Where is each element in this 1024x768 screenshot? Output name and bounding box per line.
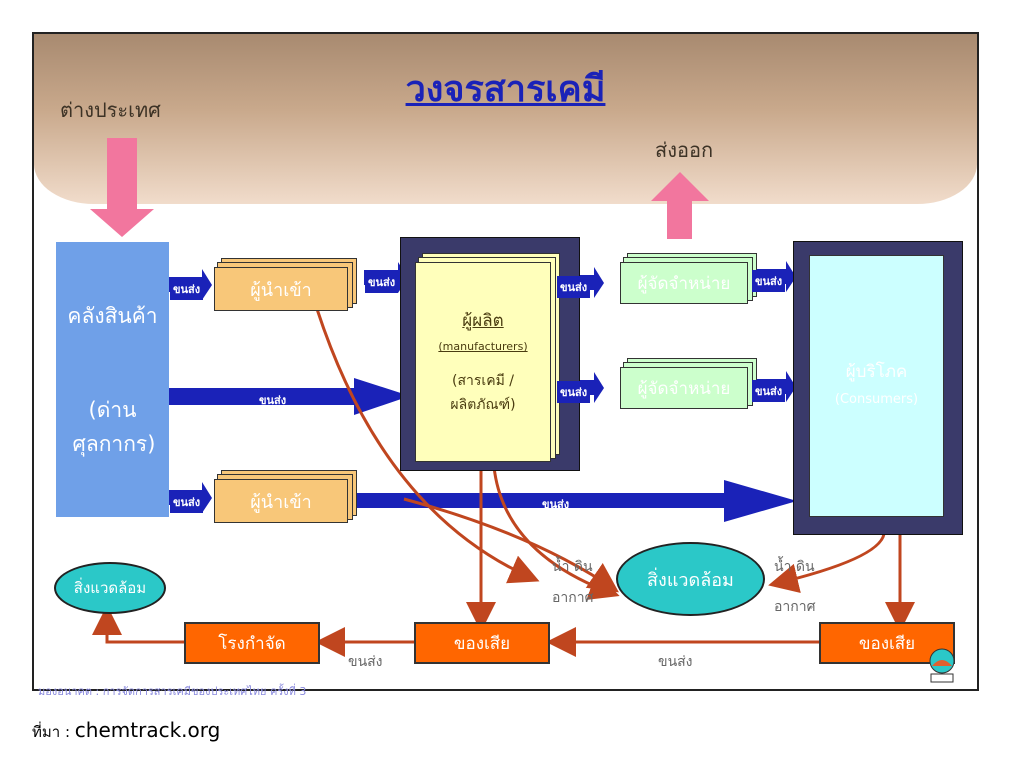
customs-label: (ด่าน ศุลกากร): [72, 397, 156, 456]
import-pink-arrow: [90, 138, 154, 237]
transport-label-bottom-left: ขนส่ง: [348, 654, 383, 670]
environment-label-center: สิ่งแวดล้อม: [647, 569, 734, 591]
abroad-label: ต่างประเทศ: [60, 98, 161, 122]
importer2-to-environment-flow: [403, 497, 619, 593]
importer-box-top: ผู้นำเข้า: [214, 267, 348, 311]
export-pink-arrow: [651, 172, 709, 239]
transport-label-bottom-right: ขนส่ง: [658, 654, 693, 670]
producer-en-label: (manufacturers): [438, 340, 528, 353]
disposal-label: โรงกำจัด: [218, 633, 286, 654]
diagram-title: วงจรสารเคมี: [405, 69, 606, 110]
distributor-label-bottom: ผู้จัดจำหน่าย: [637, 378, 731, 399]
transport-tag-5: ขนส่ง: [752, 270, 786, 292]
distributor-label-top: ผู้จัดจำหน่าย: [637, 273, 731, 294]
transport-tag-7: ขนส่ง: [170, 491, 204, 513]
diagram-frame: วงจรสารเคมี ต่างประเทศ ส่งออก: [32, 32, 979, 698]
warehouse-label: คลังสินค้า: [67, 303, 158, 328]
waste-box-right: ของเสีย: [819, 622, 955, 664]
transport-tag-1: ขนส่ง: [170, 278, 204, 300]
warehouse-box: คลังสินค้า (ด่าน ศุลกากร): [56, 242, 169, 517]
distributor-box-top: ผู้จัดจำหน่าย: [620, 262, 748, 304]
caption-source: chemtrack.org: [74, 718, 221, 742]
transport-tag-3: ขนส่ง: [557, 276, 591, 298]
distributor-box-bottom: ผู้จัดจำหน่าย: [620, 367, 748, 409]
disposal-box: โรงกำจัด: [184, 622, 320, 664]
environment-label-left: สิ่งแวดล้อม: [73, 579, 147, 597]
importer-label-bottom: ผู้นำเข้า: [250, 491, 312, 513]
importer-to-environment-flow: [315, 308, 540, 584]
transport-tag-4: ขนส่ง: [557, 381, 591, 403]
source-caption: ที่มา : chemtrack.org: [32, 718, 220, 744]
producer-label: ผู้ผลิต: [462, 311, 504, 331]
waste-label-right: ของเสีย: [858, 633, 916, 654]
warehouse-to-producer-arrow: [169, 378, 410, 415]
disposal-to-environment-flow: [92, 605, 184, 644]
environment-oval-center: สิ่งแวดล้อม: [616, 542, 765, 616]
transport-tag-6: ขนส่ง: [752, 380, 786, 402]
water-soil-label-right: น้ำ ดิน: [774, 559, 815, 575]
transport-tag-2: ขนส่ง: [365, 271, 399, 293]
importer-label-top: ผู้นำเข้า: [250, 279, 312, 301]
waste-label-center: ของเสีย: [453, 633, 511, 654]
producer-box: ผู้ผลิต (manufacturers) (สารเคมี / ผลิตภ…: [415, 262, 551, 462]
waste-box-center: ของเสีย: [414, 622, 550, 664]
consumer-to-environment-flow: [768, 533, 886, 594]
air-label-right: อากาศ: [774, 599, 816, 615]
export-label: ส่งออก: [655, 138, 714, 162]
credit-text: มองอนาคต : การจัดการสารเคมีของประเทศไทย …: [38, 685, 307, 698]
producer-sub-label: (สารเคมี / ผลิตภัณฑ์): [450, 373, 516, 413]
water-soil-label-left: น้ำ ดิน: [552, 559, 593, 575]
consumer-box: ผู้บริโภค (Consumers): [809, 255, 944, 517]
transport-tag-wide-1: ขนส่ง: [259, 394, 287, 407]
consumer-label: ผู้บริโภค: [845, 362, 908, 382]
flow-arrows: [90, 138, 915, 657]
transport-tag-wide-2: ขนส่ง: [542, 498, 570, 511]
environment-oval-left: สิ่งแวดล้อม: [54, 562, 166, 614]
importer-box-bottom: ผู้นำเข้า: [214, 479, 348, 523]
air-label-left: อากาศ: [552, 590, 594, 606]
caption-prefix: ที่มา :: [32, 723, 75, 741]
title-banner: วงจรสารเคมี ต่างประเทศ ส่งออก: [34, 34, 977, 204]
importer-to-consumer-arrow: [357, 480, 797, 522]
consumer-en-label: (Consumers): [834, 392, 919, 407]
